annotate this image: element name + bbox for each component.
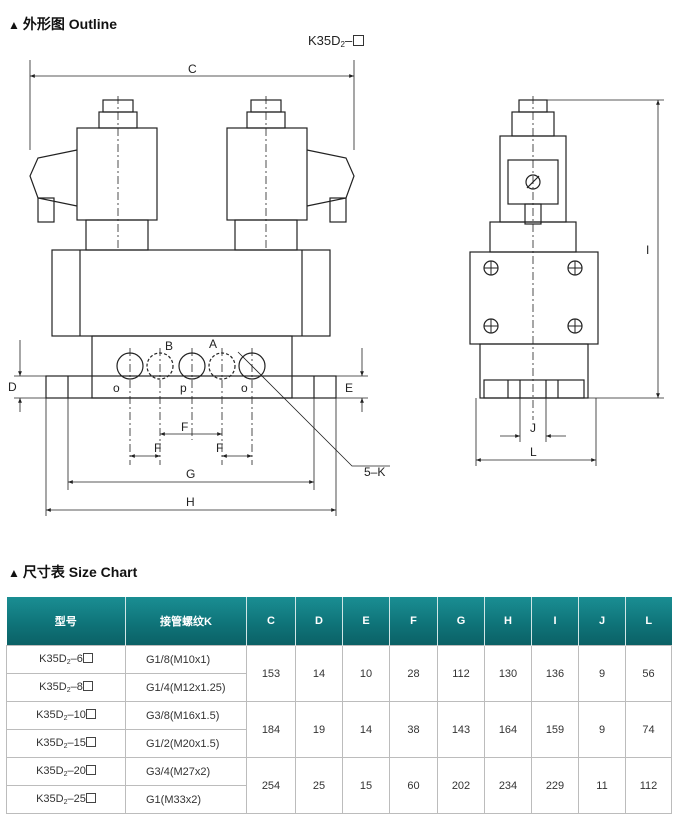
placeholder-box-icon [85, 709, 96, 719]
cell-l: 56 [625, 645, 672, 702]
cell-h: 234 [484, 757, 532, 814]
header-h: H [484, 597, 532, 646]
header-d: D [295, 597, 343, 646]
dim-label-d: D [8, 380, 17, 394]
cell-g: 143 [437, 701, 485, 758]
thread-cell: G3/8(M16x1.5) [125, 701, 247, 730]
header-e: E [342, 597, 390, 646]
cell-j: 9 [578, 701, 626, 758]
placeholder-box-icon [82, 681, 93, 691]
size-chart-table: 型号 接管螺纹K C D E F G H I J L K35D2–6 G1/8(… [6, 597, 672, 814]
dim-label-i: I [646, 243, 649, 257]
cell-f: 28 [389, 645, 438, 702]
cell-j: 11 [578, 757, 626, 814]
cell-f: 60 [389, 757, 438, 814]
header-c: C [246, 597, 296, 646]
header-j: J [578, 597, 626, 646]
cell-g: 202 [437, 757, 485, 814]
dim-label-e: E [345, 381, 353, 395]
size-chart-section-title: ▲尺寸表 Size Chart [8, 564, 138, 580]
cell-d: 14 [295, 645, 343, 702]
port-label-b: B [165, 339, 173, 353]
cell-l: 74 [625, 701, 672, 758]
cell-i: 229 [531, 757, 579, 814]
header-i: I [531, 597, 579, 646]
placeholder-box-icon [82, 653, 93, 663]
table-row: K35D2–10 G3/8(M16x1.5) 184 19 14 38 143 … [6, 701, 672, 758]
outline-drawing: C D E F F F G H I J L A B p o o 5–K [8, 60, 664, 516]
table-header-row: 型号 接管螺纹K C D E F G H I J L [6, 597, 672, 646]
dim-label-j: J [530, 421, 536, 435]
cell-d: 19 [295, 701, 343, 758]
dim-label-f-left: F [154, 441, 161, 455]
cell-l: 112 [625, 757, 672, 814]
cell-c: 254 [246, 757, 296, 814]
thread-cell: G1/2(M20x1.5) [125, 729, 247, 758]
triangle-marker-icon: ▲ [8, 566, 20, 580]
model-label: K35D2– [308, 33, 365, 49]
model-cell: K35D2–8 [6, 673, 126, 702]
header-g: G [437, 597, 485, 646]
port-label-p: p [180, 381, 187, 395]
port-label-a: A [209, 337, 217, 351]
placeholder-box-icon [85, 737, 96, 747]
table-row: K35D2–6 G1/8(M10x1) 153 14 10 28 112 130… [6, 645, 672, 702]
cell-e: 10 [342, 645, 390, 702]
cell-d: 25 [295, 757, 343, 814]
model-cell: K35D2–20 [6, 757, 126, 786]
model-cell: K35D2–15 [6, 729, 126, 758]
port-label-o-left: o [113, 381, 120, 395]
thread-leader-label: 5–K [364, 465, 385, 479]
cell-i: 136 [531, 645, 579, 702]
triangle-marker-icon: ▲ [8, 18, 20, 32]
header-l: L [625, 597, 672, 646]
model-cell: K35D2–25 [6, 785, 126, 814]
cell-g: 112 [437, 645, 485, 702]
dim-label-f-center: F [181, 420, 188, 434]
dim-label-f-right: F [216, 441, 223, 455]
dim-label-l: L [530, 445, 537, 459]
dim-label-h: H [186, 495, 195, 509]
cell-f: 38 [389, 701, 438, 758]
thread-cell: G1(M33x2) [125, 785, 247, 814]
placeholder-box-icon [85, 793, 96, 803]
table-row: K35D2–20 G3/4(M27x2) 254 25 15 60 202 23… [6, 757, 672, 814]
table-row: K35D2–25 G1(M33x2) [6, 785, 672, 814]
header-thread: 接管螺纹K [125, 597, 247, 646]
cell-h: 164 [484, 701, 532, 758]
thread-cell: G3/4(M27x2) [125, 757, 247, 786]
placeholder-box-icon [353, 35, 365, 46]
cell-c: 184 [246, 701, 296, 758]
header-model: 型号 [6, 597, 126, 646]
header-f: F [389, 597, 438, 646]
cell-i: 159 [531, 701, 579, 758]
port-label-o-right: o [241, 381, 248, 395]
thread-cell: G1/8(M10x1) [125, 645, 247, 674]
cell-e: 15 [342, 757, 390, 814]
cell-c: 153 [246, 645, 296, 702]
placeholder-box-icon [85, 765, 96, 775]
cell-j: 9 [578, 645, 626, 702]
cell-h: 130 [484, 645, 532, 702]
outline-section-title: ▲外形图 Outline [8, 16, 118, 32]
dim-label-c: C [188, 62, 197, 76]
table-row: K35D2–8 G1/4(M12x1.25) [6, 673, 672, 702]
cell-e: 14 [342, 701, 390, 758]
model-cell: K35D2–10 [6, 701, 126, 730]
thread-cell: G1/4(M12x1.25) [125, 673, 247, 702]
model-cell: K35D2–6 [6, 645, 126, 674]
dim-label-g: G [186, 467, 195, 481]
